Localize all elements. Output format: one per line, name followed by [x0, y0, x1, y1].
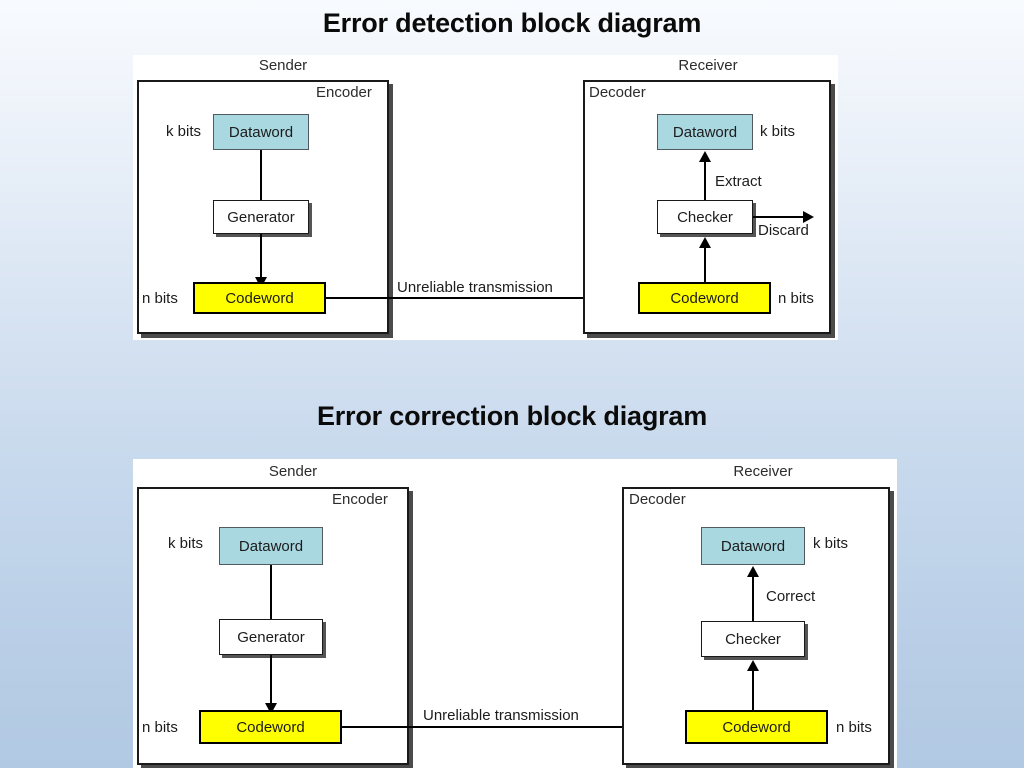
sender-k-bits-label-2: k bits	[168, 535, 204, 552]
sender-band-label-2: Sender	[268, 463, 318, 480]
discard-line-1	[753, 216, 806, 218]
receiver-n-bits-label-1: n bits	[778, 290, 814, 307]
arrow-checker-to-dataword-1	[699, 151, 711, 162]
unreliable-transmission-label-1: Unreliable transmission	[397, 279, 553, 296]
sender-codeword-block-1: Codeword	[193, 282, 326, 314]
discard-label-1: Discard	[758, 222, 809, 239]
error-detection-figure: Sender Receiver Encoder k bits Dataword …	[133, 55, 838, 340]
transmission-line-2	[342, 726, 677, 728]
arrow-codeword-to-checker-2	[747, 660, 759, 671]
connector-codeword-checker-2	[752, 670, 754, 710]
transmission-line-1	[326, 297, 636, 299]
connector-checker-dataword-1	[704, 161, 706, 201]
receiver-checker-block-2: Checker	[701, 621, 805, 657]
connector-dataword-generator-2	[270, 565, 272, 619]
sender-band-label-1: Sender	[258, 57, 308, 74]
extract-label-1: Extract	[715, 173, 762, 190]
connector-dataword-generator-1	[260, 150, 262, 200]
receiver-k-bits-label-2: k bits	[813, 535, 849, 552]
arrow-discard-1	[803, 211, 814, 223]
sender-generator-block-1: Generator	[213, 200, 309, 234]
decoder-label-2: Decoder	[629, 491, 686, 508]
receiver-dataword-block-2: Dataword	[701, 527, 805, 565]
encoder-label-1: Encoder	[316, 84, 372, 101]
arrow-checker-to-dataword-2	[747, 566, 759, 577]
receiver-checker-block-1: Checker	[657, 200, 753, 234]
sender-dataword-block-1: Dataword	[213, 114, 309, 150]
receiver-band-label-2: Receiver	[733, 463, 793, 480]
connector-codeword-checker-1	[704, 247, 706, 282]
sender-n-bits-label-2: n bits	[142, 719, 178, 736]
correct-label-2: Correct	[766, 588, 816, 605]
receiver-codeword-block-1: Codeword	[638, 282, 771, 314]
sender-generator-block-2: Generator	[219, 619, 323, 655]
error-correction-figure: Sender Receiver Encoder k bits Dataword …	[133, 459, 897, 768]
receiver-codeword-block-2: Codeword	[685, 710, 828, 744]
encoder-label-2: Encoder	[332, 491, 388, 508]
sender-dataword-block-2: Dataword	[219, 527, 323, 565]
page-title-error-detection: Error detection block diagram	[322, 8, 702, 38]
arrow-codeword-to-checker-1	[699, 237, 711, 248]
page-title-error-correction: Error correction block diagram	[316, 401, 708, 431]
sender-n-bits-label-1: n bits	[142, 290, 178, 307]
sender-k-bits-label-1: k bits	[166, 123, 202, 140]
decoder-label-1: Decoder	[589, 84, 646, 101]
receiver-band-label-1: Receiver	[678, 57, 738, 74]
arrow-generator-to-codeword-2	[265, 703, 277, 714]
sender-codeword-block-2: Codeword	[199, 710, 342, 744]
connector-checker-dataword-2	[752, 576, 754, 621]
receiver-n-bits-label-2: n bits	[836, 719, 872, 736]
connector-generator-codeword-2	[270, 655, 272, 705]
unreliable-transmission-label-2: Unreliable transmission	[423, 707, 579, 724]
receiver-k-bits-label-1: k bits	[760, 123, 796, 140]
receiver-dataword-block-1: Dataword	[657, 114, 753, 150]
connector-generator-codeword-1	[260, 234, 262, 279]
